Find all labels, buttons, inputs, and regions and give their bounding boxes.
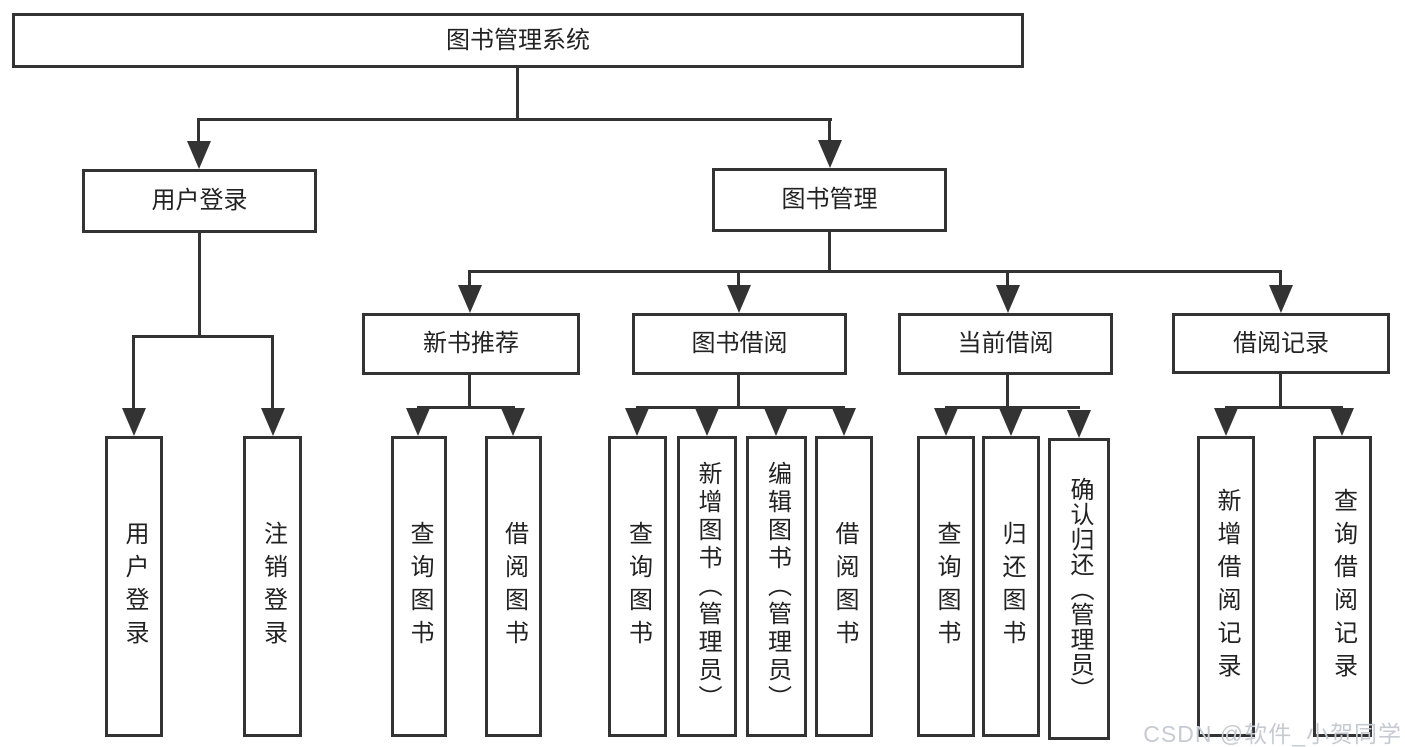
leaf-query-books-recommend: 查询图书 [391,436,447,737]
node-label: 查询借阅记录 [1329,487,1357,686]
node-book-management: 图书管理 [712,168,947,232]
connector-line [132,335,274,338]
arrow-down-icon [1330,408,1354,436]
arrow-down-icon [406,408,430,436]
connector-line [737,270,740,290]
leaf-query-borrow-record: 查询借阅记录 [1313,436,1372,737]
arrow-down-icon [1067,410,1091,438]
arrow-down-icon [695,408,719,436]
connector-line [197,118,200,146]
node-current-borrowing: 当前借阅 [898,313,1113,375]
connector-line [945,406,1080,409]
arrow-down-icon [261,408,285,436]
node-label: 确认归还（管理员） [1066,476,1093,702]
connector-line [132,335,135,411]
connector-line [198,233,201,338]
arrow-down-icon [727,285,751,313]
node-label: 用户登录 [151,187,248,214]
arrow-down-icon [1269,285,1293,313]
node-label: 借阅图书 [500,520,528,653]
arrow-down-icon [832,408,856,436]
leaf-borrow-books-borrowing: 借阅图书 [815,436,873,737]
node-book-borrowing: 图书借阅 [632,313,847,375]
connector-line [468,270,471,290]
arrow-down-icon [999,408,1023,436]
connector-line [828,118,831,146]
connector-line [468,375,471,409]
node-label: 借阅记录 [1233,329,1329,357]
connector-line [1006,270,1009,290]
leaf-logout: 注销登录 [243,436,302,737]
node-label: 编辑图书（管理员） [763,460,791,713]
node-label: 借阅图书 [831,520,858,653]
connector-line [636,406,845,409]
node-new-book-recommend: 新书推荐 [362,313,580,375]
node-label: 用户登录 [121,520,148,653]
connector-line [1279,374,1282,409]
node-label: 新书推荐 [423,330,519,357]
node-label: 新增图书（管理员） [694,460,721,713]
arrow-down-icon [764,408,788,436]
connector-line [737,375,740,409]
connector-line [468,270,1282,273]
node-label: 归还图书 [998,520,1025,653]
leaf-add-borrow-record: 新增借阅记录 [1197,436,1255,737]
arrow-down-icon [458,285,482,313]
connector-line [1279,270,1282,290]
connector-line [197,118,832,121]
node-label: 查询图书 [624,520,652,653]
csdn-watermark: CSDN @软件_小贺同学 [1143,721,1402,747]
connector-line [828,232,831,273]
connector-line [1006,375,1009,409]
node-user-login: 用户登录 [82,169,317,233]
arrow-down-icon [625,408,649,436]
node-label: 图书管理 [781,186,878,213]
leaf-borrow-books-recommend: 借阅图书 [485,436,542,737]
connector-line [271,335,274,411]
leaf-user-login: 用户登录 [105,436,163,737]
node-label: 图书借阅 [691,330,788,357]
arrow-down-icon [818,140,842,168]
arrow-down-icon [187,141,211,169]
node-label: 当前借阅 [957,330,1054,357]
node-label: 图书管理系统 [446,26,590,54]
leaf-query-books-borrowing: 查询图书 [608,436,667,737]
arrow-down-icon [122,408,146,436]
node-label: 注销登录 [259,520,287,653]
arrow-down-icon [996,285,1020,313]
node-label: 查询图书 [406,520,433,653]
leaf-add-books-admin: 新增图书（管理员） [677,436,737,737]
leaf-edit-books-admin: 编辑图书（管理员） [746,436,807,737]
node-borrowing-records: 借阅记录 [1172,313,1390,374]
node-label: 新增借阅记录 [1213,487,1240,686]
arrow-down-icon [934,408,958,436]
arrow-down-icon [501,408,525,436]
arrow-down-icon [1214,408,1238,436]
leaf-confirm-return-admin: 确认归还（管理员） [1048,438,1110,740]
leaf-return-books: 归还图书 [982,436,1040,737]
leaf-query-books-current: 查询图书 [917,436,975,737]
connector-line [516,68,519,120]
node-library-management-system: 图书管理系统 [12,13,1024,68]
node-label: 查询图书 [933,520,960,653]
connector-line [417,406,515,409]
connector-line [1225,406,1343,409]
